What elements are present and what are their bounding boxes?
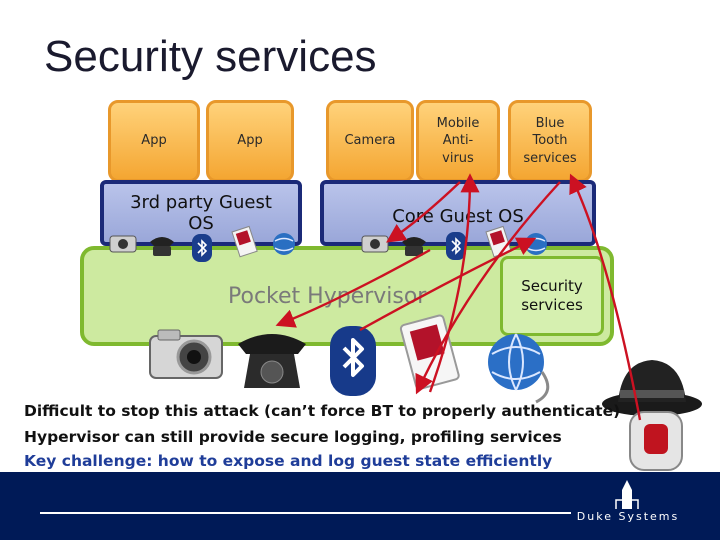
note-hypervisor-logging: Hypervisor can still provide secure logg…: [24, 428, 562, 446]
bluetooth-app-box: Blue Tooth services: [508, 100, 592, 182]
arrow-bluetooth-device-to-security: [359, 237, 537, 332]
app-box-2-label: App: [237, 133, 263, 149]
third-party-guest-os: 3rd party Guest OS: [100, 180, 302, 246]
camera-app-box: Camera: [326, 100, 414, 182]
security-services-box: Security services: [500, 256, 604, 336]
simcard-icon: [399, 314, 460, 390]
small-camera-icon-right: [361, 235, 389, 253]
network-globe-icon: [488, 333, 550, 404]
small-bluetooth-icon-right: [446, 232, 466, 260]
footer-divider: [40, 512, 680, 514]
bluetooth-icon: [330, 326, 376, 396]
app-box-1: App: [108, 100, 200, 182]
arrow-antivirus-to-camera-os: [386, 181, 461, 243]
arrow-simcard-to-antivirus: [428, 173, 480, 393]
small-simcard-icon-left: [231, 225, 258, 258]
security-services-label: Security services: [521, 276, 583, 315]
note-key-challenge: Key challenge: how to expose and log gue…: [24, 452, 553, 470]
note-attack-difficulty: Difficult to stop this attack (can’t for…: [24, 402, 621, 420]
pocket-hypervisor-label: Pocket Hypervisor: [228, 284, 427, 309]
arrow-bluetooth-service-to-simcard: [415, 181, 561, 395]
camera-app-label: Camera: [344, 133, 396, 149]
arrow-core-os-to-telephone: [275, 248, 431, 328]
core-guest-os-label: Core Guest OS: [392, 206, 524, 227]
small-phone-icon-left: [150, 237, 174, 256]
antivirus-app-box: Mobile Anti-virus: [416, 100, 500, 182]
footer-brand: Duke Systems: [571, 509, 685, 525]
slide-title: Security services: [44, 32, 377, 81]
camera-icon: [149, 329, 223, 379]
attack-arrows: [275, 173, 642, 421]
arrow-attacker-to-bluetooth-service: [569, 173, 642, 421]
telephone-icon: [238, 334, 306, 388]
app-box-1-label: App: [141, 133, 167, 149]
antivirus-app-label: Mobile Anti-virus: [436, 115, 480, 166]
small-bluetooth-icon-left: [192, 234, 212, 262]
small-globe-icon-left: [273, 233, 295, 255]
duke-chapel-logo-icon: [615, 480, 639, 513]
footer-bar: [0, 472, 720, 540]
third-party-guest-os-label: 3rd party Guest OS: [130, 192, 272, 234]
small-phone-icon-right: [402, 237, 426, 256]
bluetooth-app-label: Blue Tooth services: [523, 115, 577, 166]
small-camera-icon-left: [109, 235, 137, 253]
attacker-device-icon: [629, 411, 683, 471]
